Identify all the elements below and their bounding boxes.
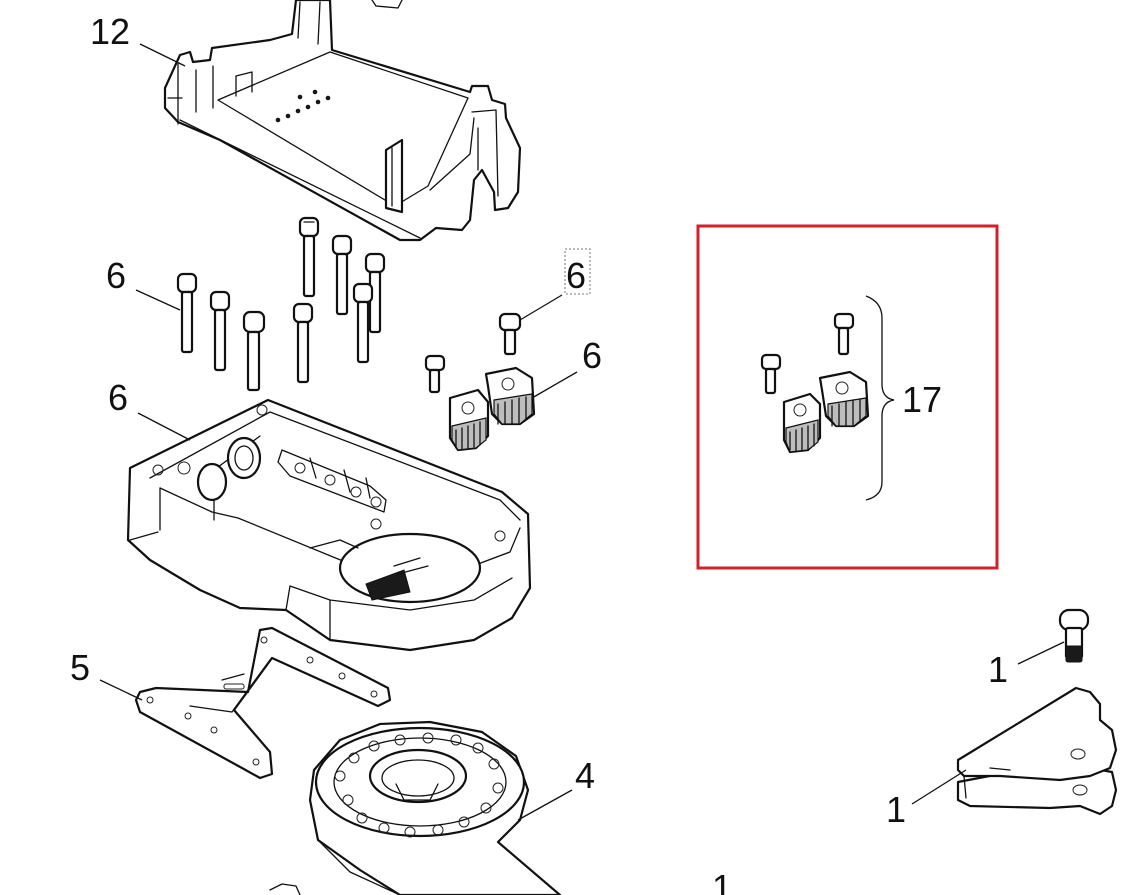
screw bbox=[176, 272, 198, 354]
callout-17: 17 bbox=[902, 379, 942, 420]
callout-5: 5 bbox=[70, 647, 90, 688]
part-5-plate bbox=[134, 626, 392, 780]
leader-6-screws bbox=[135, 289, 181, 311]
leader-6-housing bbox=[137, 412, 191, 441]
callout-6-screws: 6 bbox=[106, 255, 126, 296]
long-screws bbox=[176, 216, 386, 392]
leader-12 bbox=[139, 43, 186, 67]
callout-6-housing: 6 bbox=[108, 377, 128, 418]
leader-1-bracket bbox=[911, 769, 967, 805]
part-4-base bbox=[269, 720, 562, 895]
callout-12: 12 bbox=[90, 11, 130, 52]
part-1-pin bbox=[1058, 608, 1090, 663]
leader-1-pin bbox=[1017, 641, 1065, 665]
brace-17 bbox=[865, 295, 895, 501]
screw bbox=[352, 282, 374, 364]
leader-6-single bbox=[519, 294, 563, 321]
callout-1-pin: 1 bbox=[988, 649, 1008, 690]
part-12-frame bbox=[163, 0, 522, 242]
callout-1-bottom: 1 bbox=[712, 867, 732, 895]
leader-4 bbox=[517, 789, 573, 821]
callout-6-single: 6 bbox=[566, 255, 586, 296]
screw bbox=[298, 216, 320, 298]
leader-6-clamps bbox=[531, 371, 578, 399]
frame-holes bbox=[275, 89, 331, 123]
part-1-bracket bbox=[956, 686, 1118, 816]
highlight-box bbox=[696, 224, 999, 570]
callout-4: 4 bbox=[575, 755, 595, 796]
short-screw bbox=[498, 312, 522, 356]
base-holes bbox=[334, 732, 504, 838]
screw bbox=[242, 310, 266, 392]
screw bbox=[209, 290, 231, 372]
focus-box bbox=[564, 248, 591, 295]
callout-6-clamps: 6 bbox=[582, 335, 602, 376]
callout-1-bracket: 1 bbox=[886, 789, 906, 830]
clamp-pair bbox=[424, 354, 536, 452]
screw bbox=[331, 234, 353, 316]
kit-17-contents bbox=[760, 312, 870, 454]
leader-5 bbox=[99, 679, 143, 701]
screw bbox=[292, 302, 314, 384]
housing-base bbox=[126, 398, 532, 652]
